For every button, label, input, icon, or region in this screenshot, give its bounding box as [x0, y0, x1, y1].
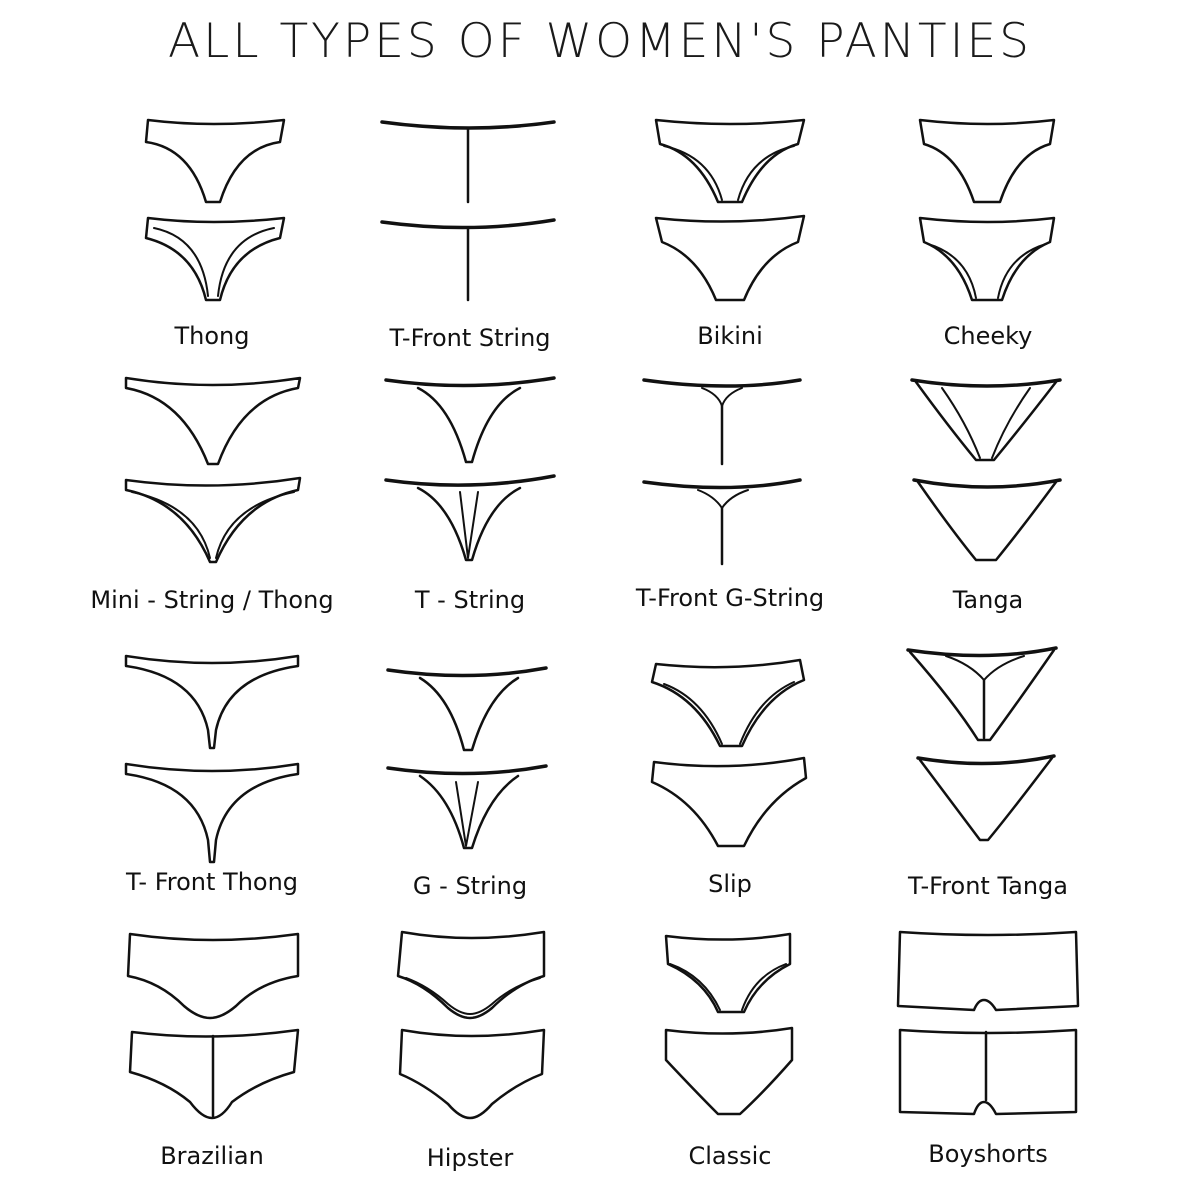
brazilian-illustration	[126, 932, 300, 1120]
type-hipster: Hipster	[320, 924, 620, 1204]
type-label: Classic	[688, 1142, 772, 1170]
type-tanga: Tanga	[838, 362, 1138, 642]
type-t-string: T - String	[320, 362, 620, 642]
type-thong: Thong	[62, 100, 362, 380]
t-string-illustration	[384, 376, 556, 562]
type-cheeky: Cheeky	[838, 100, 1138, 380]
type-label: Mini - String / Thong	[90, 586, 334, 614]
type-label: Hipster	[426, 1144, 514, 1172]
boyshorts-illustration	[896, 930, 1080, 1116]
t-front-tanga-illustration	[906, 646, 1058, 842]
type-label: Slip	[708, 870, 752, 898]
t-front-g-string-illustration	[642, 378, 802, 566]
type-mini-string-thong: Mini - String / Thong	[62, 362, 362, 642]
type-bikini: Bikini	[580, 100, 880, 380]
type-label: Tanga	[952, 586, 1024, 614]
t-front-thong-illustration	[124, 654, 300, 864]
type-label: Brazilian	[160, 1142, 264, 1170]
type-label: Cheeky	[943, 322, 1033, 350]
type-label: T-Front String	[389, 324, 551, 352]
type-classic: Classic	[580, 924, 880, 1204]
type-label: T- Front Thong	[125, 868, 299, 896]
type-label: T-Front G-String	[635, 584, 825, 612]
type-label: Boyshorts	[928, 1140, 1048, 1168]
type-label: G - String	[412, 872, 528, 900]
g-string-illustration	[386, 666, 548, 850]
mini-string-illustration	[124, 376, 302, 564]
hipster-illustration	[396, 930, 546, 1120]
type-t-front-thong: T- Front Thong	[62, 650, 362, 930]
t-front-string-illustration	[380, 120, 556, 302]
type-label: T - String	[414, 586, 526, 614]
type-boyshorts: Boyshorts	[838, 924, 1138, 1204]
tanga-illustration	[910, 378, 1062, 562]
type-brazilian: Brazilian	[62, 924, 362, 1204]
bikini-illustration	[654, 118, 806, 302]
type-t-front-tanga: T-Front Tanga	[838, 646, 1138, 930]
type-label: T-Front Tanga	[908, 872, 1068, 900]
type-t-front-string: T-Front String	[320, 100, 620, 380]
type-slip: Slip	[580, 650, 880, 930]
classic-illustration	[664, 932, 794, 1116]
type-label: Thong	[174, 322, 250, 350]
slip-illustration	[650, 658, 808, 848]
type-g-string: G - String	[320, 650, 620, 930]
thong-illustration	[144, 118, 286, 302]
type-t-front-g-string: T-Front G-String	[580, 362, 880, 642]
page-title: ALL TYPES OF WOMEN'S PANTIES	[168, 14, 1032, 69]
type-label: Bikini	[697, 322, 763, 350]
cheeky-illustration	[918, 118, 1056, 302]
